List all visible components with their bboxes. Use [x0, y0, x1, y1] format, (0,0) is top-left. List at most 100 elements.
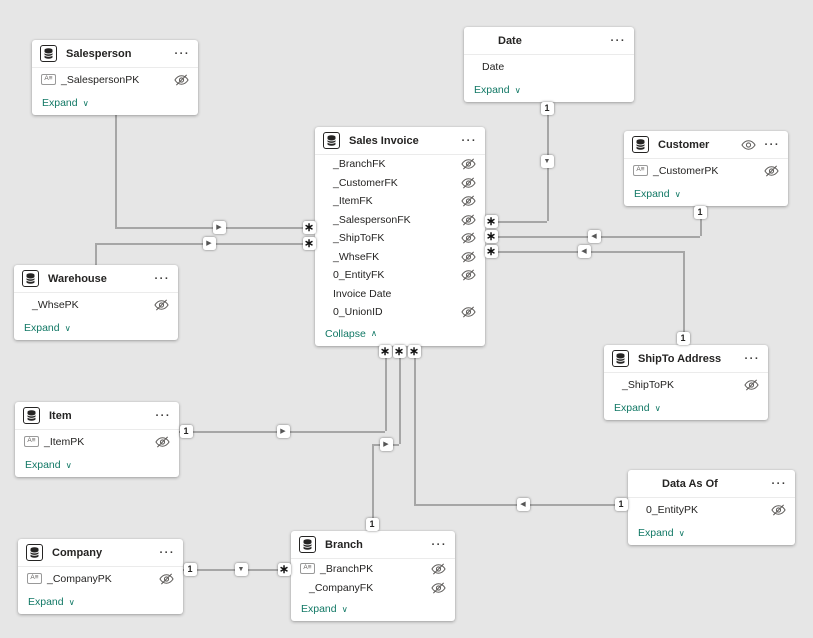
field-row-_companyfk[interactable]: _CompanyFK [291, 578, 455, 597]
expand-link[interactable]: Expand∨ [32, 91, 198, 115]
hidden-eye-icon[interactable] [461, 232, 476, 244]
table-header-warehouse[interactable]: Warehouse··· [14, 265, 178, 292]
hidden-eye-icon[interactable] [461, 214, 476, 226]
filter-direction-left-icon[interactable]: ◀ [587, 229, 601, 243]
filter-direction-left-icon[interactable]: ◀ [516, 497, 530, 511]
field-row-date[interactable]: Date [464, 55, 634, 78]
cardinality-many-marker[interactable]: ∗ [277, 562, 291, 576]
field-row-_salespersonfk[interactable]: _SalespersonFK [315, 211, 485, 230]
table-header-company[interactable]: Company··· [18, 539, 183, 566]
relationship-line-customer-to-sales-invoice[interactable] [700, 205, 702, 236]
cardinality-one-marker[interactable]: 1 [676, 331, 690, 345]
field-row-_whsefk[interactable]: _WhseFK [315, 248, 485, 267]
field-row-0_entityfk[interactable]: 0_EntityFK [315, 266, 485, 285]
cardinality-one-marker[interactable]: 1 [614, 497, 628, 511]
expand-link[interactable]: Expand∨ [15, 453, 179, 477]
more-options-button[interactable]: ··· [159, 546, 175, 559]
relationship-line-data-as-of-to-sales-invoice[interactable] [414, 345, 416, 504]
field-row-_branchpk[interactable]: A≡_BranchPK [291, 559, 455, 578]
relationship-line-date-to-sales-invoice[interactable] [485, 221, 547, 223]
filter-direction-down-icon[interactable]: ▼ [234, 562, 248, 576]
hidden-eye-icon[interactable] [771, 503, 786, 516]
table-header-shipto-address[interactable]: ShipTo Address··· [604, 345, 768, 372]
table-header-customer[interactable]: Customer··· [624, 131, 788, 158]
relationship-line-item-to-sales-invoice[interactable] [385, 345, 387, 431]
more-options-button[interactable]: ··· [764, 138, 780, 151]
more-options-button[interactable]: ··· [431, 538, 447, 551]
filter-direction-right-icon[interactable]: ▶ [276, 424, 290, 438]
field-row-_salespersonpk[interactable]: A≡_SalespersonPK [32, 68, 198, 91]
relationship-line-branch-to-sales-invoice[interactable] [399, 345, 401, 444]
more-options-button[interactable]: ··· [744, 352, 760, 365]
cardinality-many-marker[interactable]: ∗ [407, 344, 421, 358]
more-options-button[interactable]: ··· [461, 134, 477, 147]
field-row-_customerfk[interactable]: _CustomerFK [315, 174, 485, 193]
expand-link[interactable]: Expand∨ [14, 316, 178, 340]
expand-link[interactable]: Expand∨ [18, 590, 183, 614]
field-row-_shiptopk[interactable]: _ShipToPK [604, 373, 768, 396]
field-row-_branchfk[interactable]: _BranchFK [315, 155, 485, 174]
expand-link[interactable]: Expand∨ [291, 597, 455, 621]
cardinality-many-marker[interactable]: ∗ [302, 220, 316, 234]
expand-link[interactable]: Expand∨ [624, 182, 788, 206]
hidden-eye-icon[interactable] [461, 158, 476, 170]
table-header-date[interactable]: Date··· [464, 27, 634, 54]
more-options-button[interactable]: ··· [155, 409, 171, 422]
table-header-branch[interactable]: Branch··· [291, 531, 455, 558]
filter-direction-left-icon[interactable]: ◀ [577, 244, 591, 258]
more-options-button[interactable]: ··· [610, 34, 626, 47]
field-row-0_unionid[interactable]: 0_UnionID [315, 303, 485, 322]
field-row-invoice-date[interactable]: Invoice Date [315, 285, 485, 304]
hidden-eye-icon[interactable] [461, 306, 476, 318]
cardinality-many-marker[interactable]: ∗ [484, 214, 498, 228]
filter-direction-right-icon[interactable]: ▶ [202, 236, 216, 250]
table-header-item[interactable]: Item··· [15, 402, 179, 429]
expand-link[interactable]: Expand∨ [628, 521, 795, 545]
cardinality-one-marker[interactable]: 1 [179, 424, 193, 438]
field-row-0_entitypk[interactable]: 0_EntityPK [628, 498, 795, 521]
hidden-eye-icon[interactable] [461, 251, 476, 263]
table-header-data-as-of[interactable]: Data As Of··· [628, 470, 795, 497]
cardinality-many-marker[interactable]: ∗ [302, 236, 316, 250]
field-row-_companypk[interactable]: A≡_CompanyPK [18, 567, 183, 590]
cardinality-one-marker[interactable]: 1 [365, 517, 379, 531]
cardinality-many-marker[interactable]: ∗ [484, 229, 498, 243]
relationship-line-warehouse-to-sales-invoice[interactable] [95, 243, 97, 265]
cardinality-many-marker[interactable]: ∗ [484, 244, 498, 258]
relationship-line-shipto-address-to-sales-invoice[interactable] [683, 251, 685, 345]
field-row-_whsepk[interactable]: _WhsePK [14, 293, 178, 316]
hidden-eye-icon[interactable] [431, 562, 446, 575]
collapse-link[interactable]: Collapse∧ [315, 322, 485, 346]
field-row-_itempk[interactable]: A≡_ItemPK [15, 430, 179, 453]
more-options-button[interactable]: ··· [154, 272, 170, 285]
more-options-button[interactable]: ··· [771, 477, 787, 490]
table-card-sales-invoice[interactable]: Sales Invoice···_BranchFK_CustomerFK_Ite… [315, 127, 485, 346]
filter-direction-right-icon[interactable]: ▶ [212, 220, 226, 234]
cardinality-one-marker[interactable]: 1 [693, 205, 707, 219]
hidden-eye-icon[interactable] [744, 378, 759, 391]
table-header-salesperson[interactable]: Salesperson··· [32, 40, 198, 67]
cardinality-one-marker[interactable]: 1 [183, 562, 197, 576]
hidden-eye-icon[interactable] [461, 177, 476, 189]
filter-direction-down-icon[interactable]: ▼ [540, 154, 554, 168]
relationship-line-salesperson-to-sales-invoice[interactable] [115, 113, 117, 227]
field-row-_itemfk[interactable]: _ItemFK [315, 192, 485, 211]
hidden-eye-icon[interactable] [461, 269, 476, 281]
hidden-eye-icon[interactable] [461, 195, 476, 207]
cardinality-many-marker[interactable]: ∗ [378, 344, 392, 358]
hidden-eye-icon[interactable] [174, 73, 189, 86]
expand-link[interactable]: Expand∨ [464, 78, 634, 102]
field-row-_shiptofk[interactable]: _ShipToFK [315, 229, 485, 248]
expand-link[interactable]: Expand∨ [604, 396, 768, 420]
hidden-eye-icon[interactable] [155, 435, 170, 448]
